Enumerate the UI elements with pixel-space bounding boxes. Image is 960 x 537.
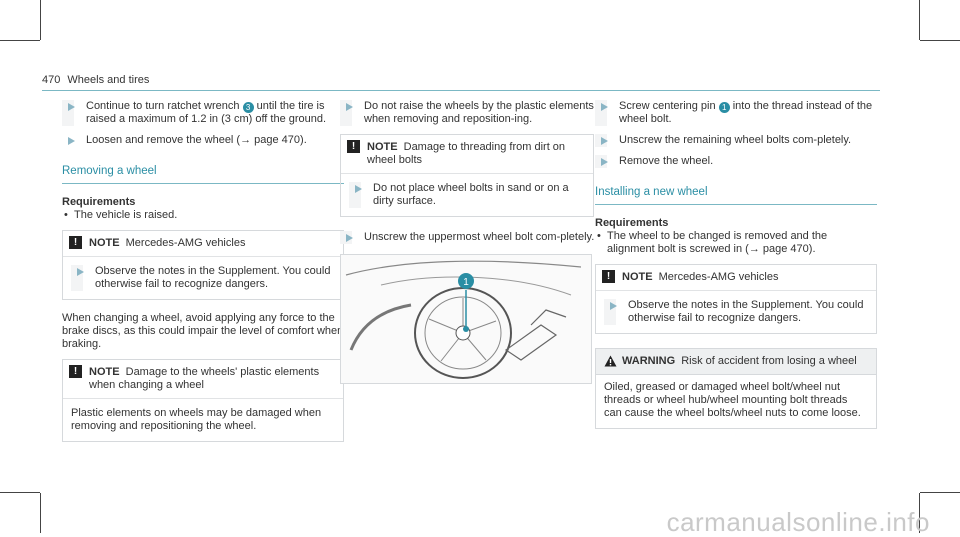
wheel-illustration: 1 xyxy=(340,254,592,384)
note-body: Observe the notes in the Supplement. You… xyxy=(63,256,343,299)
arrow-icon xyxy=(601,137,608,145)
note-body: Do not place wheel bolts in sand or on a… xyxy=(341,173,593,216)
warning-box: WARNING Risk of accident from losing a w… xyxy=(595,348,877,429)
arrow-icon xyxy=(601,158,608,166)
note-box: ! NOTE Damage to threading from dirt on … xyxy=(340,134,594,217)
instruction-step: Unscrew the remaining wheel bolts com-pl… xyxy=(595,134,877,147)
instruction-step: Loosen and remove the wheel (→ page 470)… xyxy=(62,134,344,147)
figure-callout: 1 xyxy=(463,277,469,288)
instruction-step: Observe the notes in the Supplement. You… xyxy=(604,299,868,325)
arrow-icon xyxy=(346,103,353,111)
warning-triangle-icon xyxy=(604,355,617,367)
requirements-heading: Requirements xyxy=(595,217,669,229)
arrow-icon xyxy=(68,137,75,145)
paragraph: When changing a wheel, avoid applying an… xyxy=(62,312,344,350)
crop-mark xyxy=(0,492,40,493)
note-body: Plastic elements on wheels may be damage… xyxy=(63,398,343,441)
section-heading: Removing a wheel xyxy=(62,165,344,184)
instruction-step: Do not raise the wheels by the plastic e… xyxy=(340,100,622,126)
crop-mark xyxy=(919,493,920,533)
note-header: ! NOTE Mercedes-AMG vehicles xyxy=(596,265,876,290)
exclamation-icon: ! xyxy=(347,140,360,153)
note-box: ! NOTE Mercedes-AMG vehicles Observe the… xyxy=(595,264,877,334)
arrow-icon xyxy=(355,185,362,193)
crop-mark xyxy=(0,40,40,41)
exclamation-icon: ! xyxy=(602,270,615,283)
section-title: Wheels and tires xyxy=(67,74,150,86)
crop-mark xyxy=(920,40,960,41)
instruction-step: Continue to turn ratchet wrench 3 until … xyxy=(62,100,344,126)
callout-badge: 1 xyxy=(718,102,730,113)
column-2: Do not raise the wheels by the plastic e… xyxy=(340,100,622,384)
requirements-heading: Requirements xyxy=(62,196,136,208)
crop-mark xyxy=(40,0,41,40)
exclamation-icon: ! xyxy=(69,365,82,378)
exclamation-icon: ! xyxy=(69,236,82,249)
arrow-icon xyxy=(346,234,353,242)
note-box: ! NOTE Mercedes-AMG vehicles Observe the… xyxy=(62,230,344,300)
note-header: ! NOTE Damage to threading from dirt on … xyxy=(341,135,593,173)
instruction-step: Screw centering pin 1 into the thread in… xyxy=(595,100,877,126)
wheel-drawing: 1 xyxy=(345,260,582,379)
arrow-icon xyxy=(601,103,608,111)
section-heading: Installing a new wheel xyxy=(595,186,877,205)
note-header: ! NOTE Mercedes-AMG vehicles xyxy=(63,231,343,256)
callout-badge: 3 xyxy=(242,102,254,113)
crop-mark xyxy=(919,0,920,40)
note-box: ! NOTE Damage to the wheels' plastic ele… xyxy=(62,359,344,442)
arrow-icon xyxy=(77,268,84,276)
header-rule xyxy=(42,90,880,91)
watermark: carmanualsonline.info xyxy=(666,507,930,537)
instruction-step: Observe the notes in the Supplement. You… xyxy=(71,265,335,291)
requirement-item: The vehicle is raised. xyxy=(62,209,344,222)
requirement-item: The wheel to be changed is removed and t… xyxy=(595,230,877,256)
instruction-step: Unscrew the uppermost wheel bolt com-ple… xyxy=(340,231,622,244)
warning-body: Oiled, greased or damaged wheel bolt/whe… xyxy=(596,374,876,428)
arrow-icon xyxy=(68,103,75,111)
column-1: Continue to turn ratchet wrench 3 until … xyxy=(62,100,344,442)
page-number: 470 xyxy=(42,74,61,86)
arrow-icon xyxy=(610,302,617,310)
column-3: Screw centering pin 1 into the thread in… xyxy=(595,100,877,429)
instruction-step: Do not place wheel bolts in sand or on a… xyxy=(349,182,585,208)
note-header: ! NOTE Damage to the wheels' plastic ele… xyxy=(63,360,343,398)
instruction-step: Remove the wheel. xyxy=(595,155,877,168)
note-body: Observe the notes in the Supplement. You… xyxy=(596,290,876,333)
crop-mark xyxy=(920,492,960,493)
page-header: 470 Wheels and tires xyxy=(42,74,149,87)
warning-header: WARNING Risk of accident from losing a w… xyxy=(596,349,876,374)
crop-mark xyxy=(40,493,41,533)
